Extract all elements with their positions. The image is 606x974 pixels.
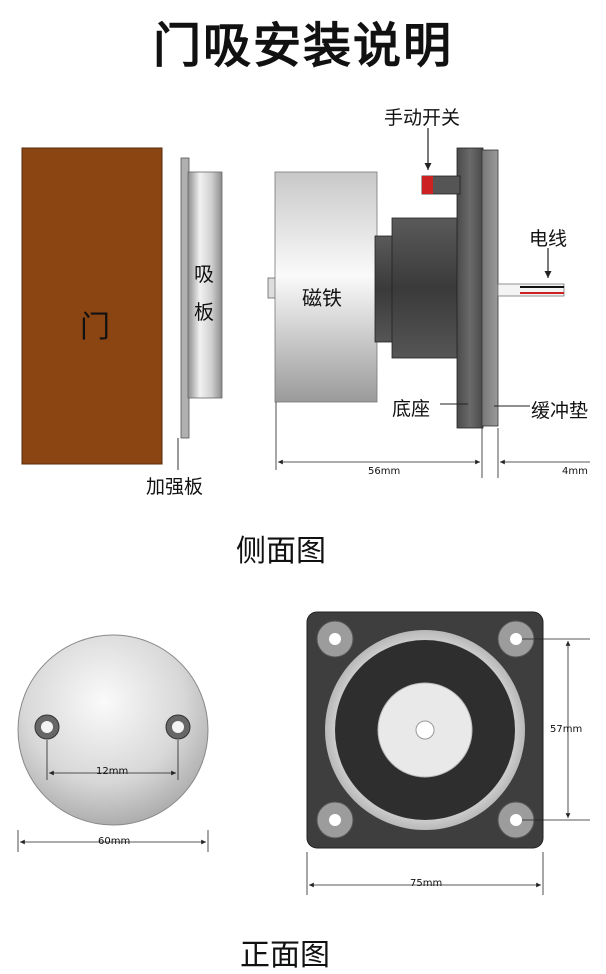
attraction-plate bbox=[187, 171, 223, 399]
cushion-label: 缓冲垫 bbox=[531, 400, 589, 422]
door-label: 门 bbox=[80, 310, 110, 345]
dim-hole-spacing: 12mm bbox=[96, 766, 129, 777]
plate-label-2: 板 bbox=[194, 300, 214, 324]
dim-hole-pitch: 57mm bbox=[550, 724, 583, 735]
cushion bbox=[481, 149, 499, 427]
wire-label: 电线 bbox=[529, 228, 568, 250]
front-view-caption: 正面图 bbox=[240, 938, 330, 973]
magnet-center-hole bbox=[415, 720, 435, 740]
magnet-housing bbox=[391, 217, 459, 359]
dim-plate-diameter: 60mm bbox=[98, 836, 131, 847]
page-title: 门吸安装说明 bbox=[152, 18, 453, 74]
magnet-body bbox=[274, 171, 378, 403]
reinforcement-label: 加强板 bbox=[146, 476, 204, 498]
front-attraction-plate bbox=[17, 634, 209, 826]
dim-cushion-depth: 4mm bbox=[562, 466, 588, 477]
switch-label: 手动开关 bbox=[384, 107, 461, 129]
base bbox=[456, 147, 484, 429]
base-label: 底座 bbox=[392, 398, 431, 420]
wire bbox=[497, 283, 565, 297]
plate-label-1: 吸 bbox=[194, 262, 214, 286]
door bbox=[21, 147, 163, 465]
magnet-label: 磁铁 bbox=[302, 286, 342, 310]
dim-magnet-depth: 56mm bbox=[368, 466, 401, 477]
side-view-caption: 侧面图 bbox=[236, 534, 326, 569]
magnet-shaft bbox=[374, 235, 394, 343]
dim-base-width: 75mm bbox=[410, 878, 443, 889]
